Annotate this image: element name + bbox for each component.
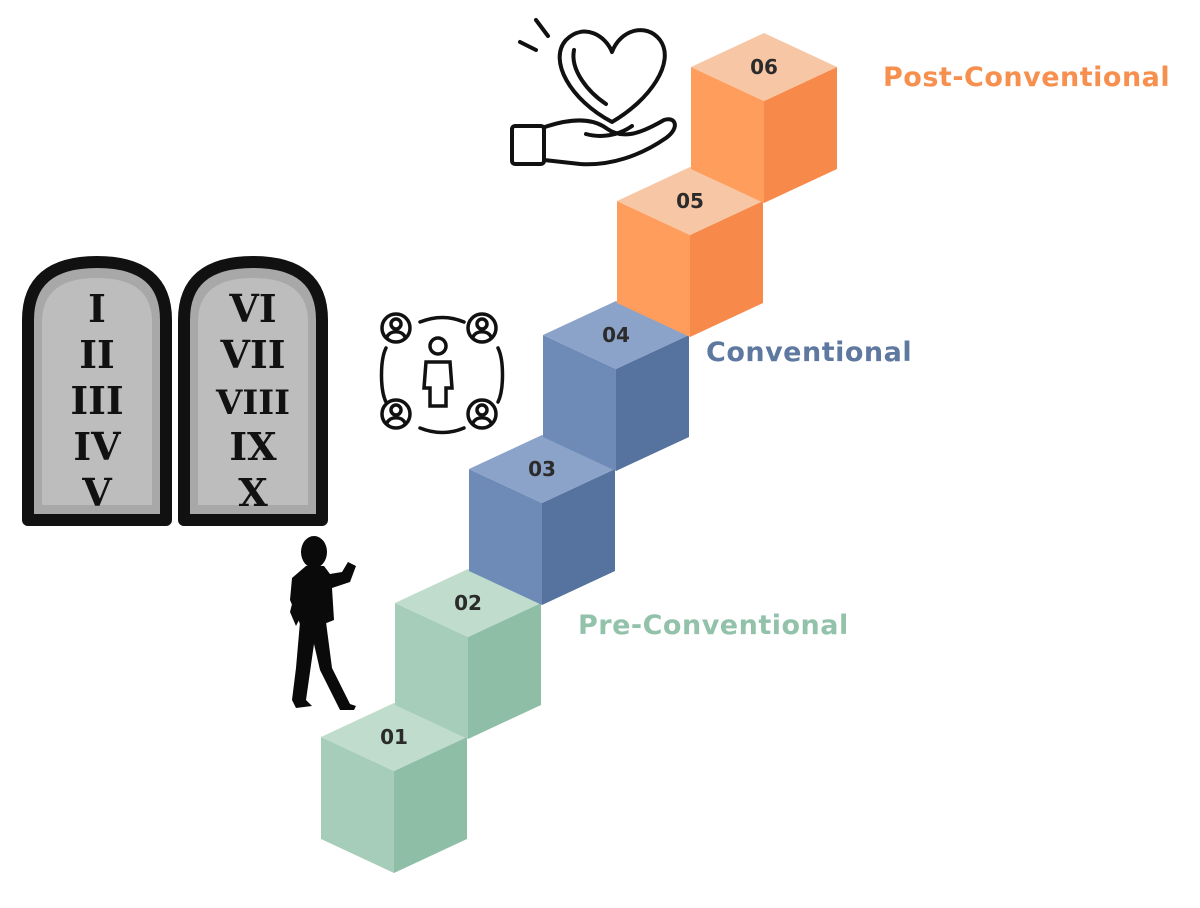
right-tablet-numeral: VIII bbox=[215, 383, 290, 423]
step-02-cube: 02 bbox=[395, 569, 541, 739]
step-number: 01 bbox=[380, 725, 408, 749]
heart-in-hand-icon bbox=[510, 18, 677, 167]
step-number: 02 bbox=[454, 591, 482, 615]
cube-right-face bbox=[468, 603, 541, 739]
step-04-cube: 04 bbox=[543, 301, 689, 471]
cube-right-face bbox=[690, 201, 763, 337]
step-06-cube: 06 bbox=[691, 33, 837, 203]
cube-right-face bbox=[764, 67, 837, 203]
step-01-cube: 01 bbox=[321, 703, 467, 873]
left-tablet-numeral: IV bbox=[73, 424, 122, 469]
cube-right-face bbox=[394, 737, 467, 873]
step-03-cube: 03 bbox=[469, 435, 615, 605]
left-tablet-numeral: III bbox=[70, 378, 123, 423]
cube-top-face bbox=[691, 33, 837, 101]
pre-conventional-label: Pre-Conventional bbox=[578, 610, 849, 641]
steps: 01 02 03 04 05 06 bbox=[321, 33, 837, 873]
cube-left-face bbox=[617, 201, 690, 337]
left-tablet-numeral: II bbox=[79, 332, 115, 377]
cube-left-face bbox=[395, 603, 468, 739]
cube-left-face bbox=[543, 335, 616, 471]
step-number: 03 bbox=[528, 457, 556, 481]
step-number: 05 bbox=[676, 189, 704, 213]
conventional-label: Conventional bbox=[706, 337, 912, 368]
community-network-icon bbox=[379, 312, 505, 435]
right-tablet-numeral: VII bbox=[219, 332, 285, 377]
thinking-person-silhouette-icon bbox=[290, 536, 356, 710]
step-number: 06 bbox=[750, 55, 778, 79]
left-tablet-numeral: I bbox=[88, 286, 106, 331]
cube-left-face bbox=[469, 469, 542, 605]
step-number: 04 bbox=[602, 323, 630, 347]
left-tablet-numeral: V bbox=[81, 470, 113, 515]
post-conventional-label: Post-Conventional bbox=[883, 62, 1170, 93]
left-tablet-face bbox=[42, 278, 152, 505]
cube-right-face bbox=[542, 469, 615, 605]
cube-right-face bbox=[616, 335, 689, 471]
step-05-cube: 05 bbox=[617, 167, 763, 337]
right-tablet-numeral: IX bbox=[229, 424, 277, 469]
right-tablet-face bbox=[198, 278, 308, 505]
cube-left-face bbox=[691, 67, 764, 203]
cube-left-face bbox=[321, 737, 394, 873]
right-tablet-numeral: VI bbox=[228, 286, 276, 331]
right-tablet-numeral: X bbox=[238, 470, 268, 515]
